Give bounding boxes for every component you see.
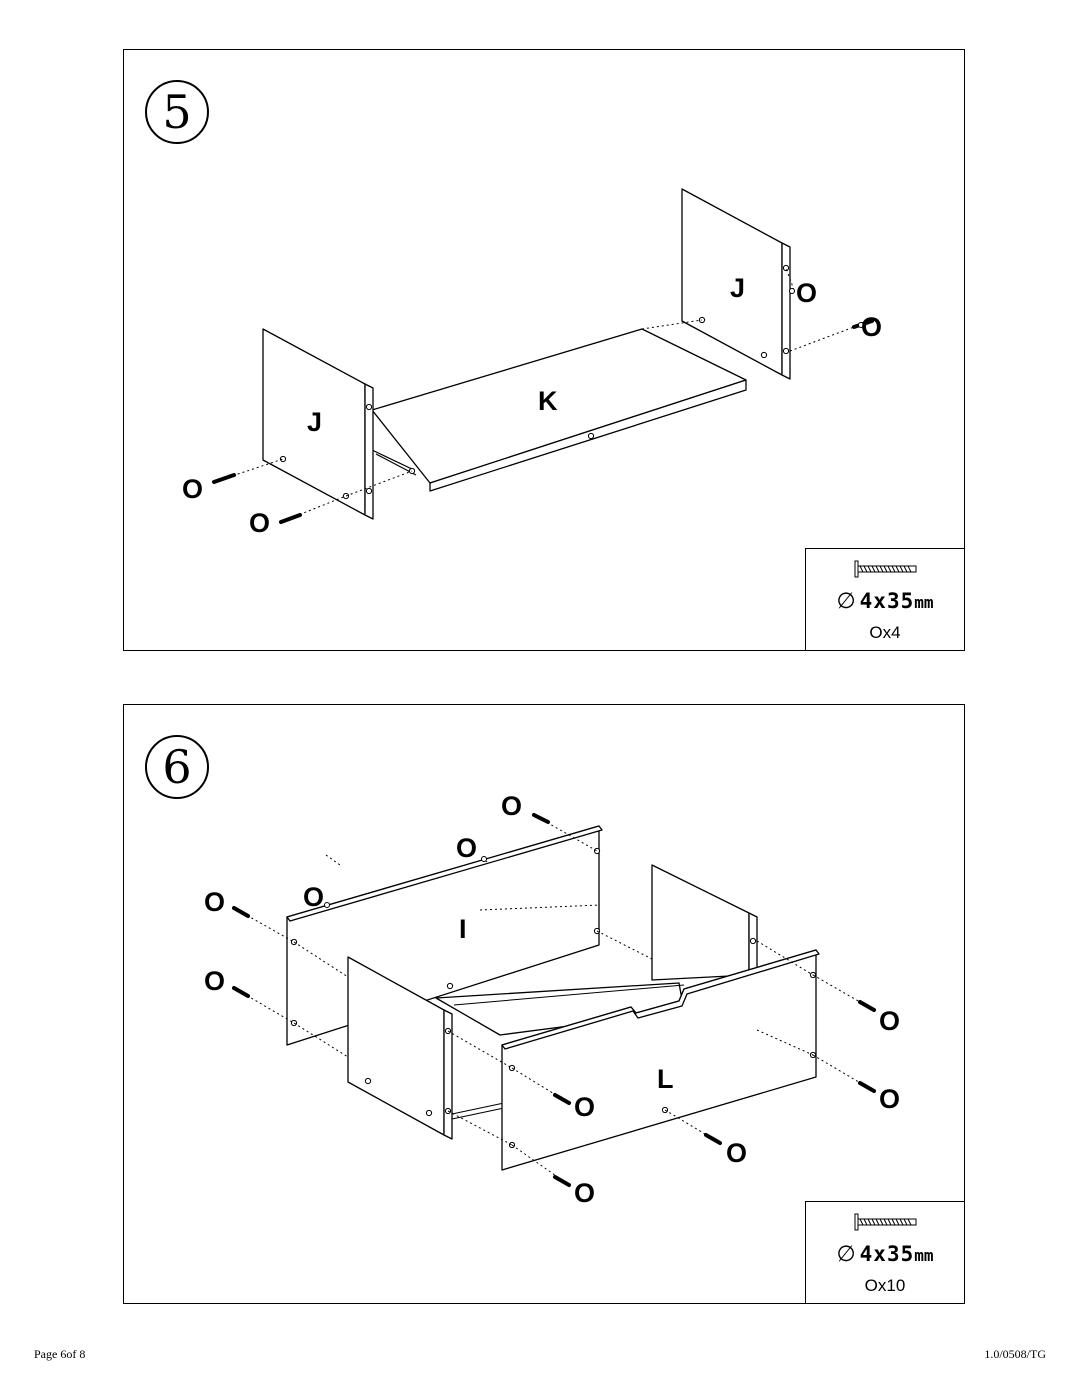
page-number: Page 6of 8 bbox=[34, 1347, 86, 1361]
step-5-panel: 5 bbox=[123, 49, 965, 651]
document-code: 1.0/0508/TG bbox=[984, 1347, 1046, 1361]
part-label-j-left: J bbox=[307, 407, 322, 437]
hardware-quantity: Ox10 bbox=[864, 1276, 906, 1295]
screw-icon bbox=[854, 1213, 917, 1231]
screw-label-o: O bbox=[501, 791, 522, 821]
screw-label-o: O bbox=[879, 1006, 900, 1036]
screw-label-o: O bbox=[861, 312, 882, 342]
screw-label-o: O bbox=[726, 1138, 747, 1168]
panel-j-right bbox=[681, 188, 791, 380]
panel-left-side bbox=[347, 956, 505, 1140]
part-label-k: K bbox=[538, 386, 558, 416]
step-5-number: 5 bbox=[145, 80, 209, 144]
diameter-icon: ∅ bbox=[836, 589, 857, 614]
screw-label-o: O bbox=[249, 508, 270, 538]
screw-label-o: O bbox=[456, 833, 477, 863]
screw-label-o: O bbox=[204, 966, 225, 996]
hardware-spec: ∅4x35mm bbox=[836, 589, 934, 614]
step-6-diagram: I L O O O O O O O O O O bbox=[204, 791, 900, 1208]
screw-label-o: O bbox=[303, 882, 324, 912]
screw-label-o: O bbox=[182, 474, 203, 504]
screws bbox=[212, 288, 874, 524]
screws bbox=[232, 813, 876, 1187]
screw-icon bbox=[854, 560, 917, 578]
step-6-panel: 6 bbox=[123, 704, 965, 1304]
screw-label-o: O bbox=[574, 1178, 595, 1208]
screw-label-o: O bbox=[879, 1084, 900, 1114]
step-5-diagram: J K J O O O O bbox=[182, 188, 882, 538]
part-label-l: L bbox=[657, 1064, 674, 1094]
panel-right-side bbox=[651, 864, 758, 981]
screw-label-o: O bbox=[204, 887, 225, 917]
part-label-i: I bbox=[459, 914, 467, 944]
part-label-j-right: J bbox=[730, 273, 745, 303]
hardware-box-step-5: ∅4x35mm Ox4 bbox=[805, 548, 965, 651]
screw-label-o: O bbox=[796, 278, 817, 308]
diameter-icon: ∅ bbox=[836, 1242, 857, 1267]
hardware-spec: ∅4x35mm bbox=[836, 1242, 934, 1267]
panel-l bbox=[446, 949, 820, 1171]
step-6-number: 6 bbox=[145, 735, 209, 799]
hardware-box-step-6: ∅4x35mm Ox10 bbox=[805, 1201, 965, 1304]
hardware-quantity: Ox4 bbox=[869, 623, 901, 642]
panel-j-left bbox=[262, 328, 416, 520]
panel-k bbox=[371, 328, 747, 492]
screw-label-o: O bbox=[574, 1092, 595, 1122]
